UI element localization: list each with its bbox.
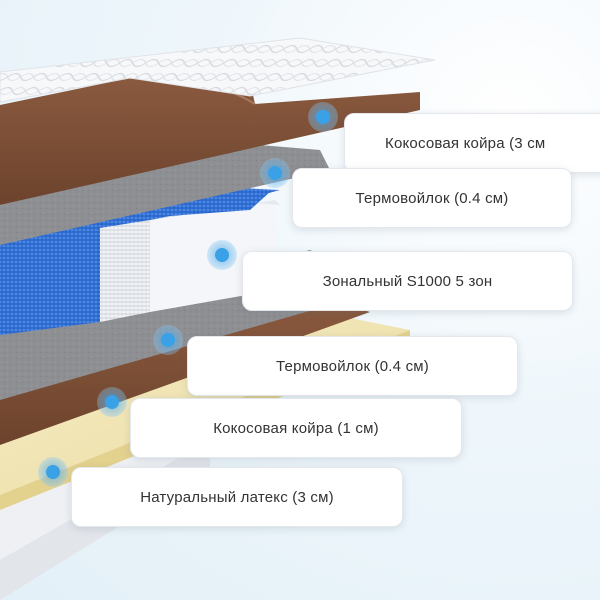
- label-coir-bottom-text: Кокосовая койра (1 см): [213, 419, 379, 437]
- label-felt-bottom: Термовойлок (0.4 см): [187, 336, 518, 396]
- label-felt-top: Термовойлок (0.4 см): [292, 168, 572, 228]
- label-coir-bottom: Кокосовая койра (1 см): [130, 398, 462, 458]
- marker-dot-icon: [97, 387, 127, 417]
- marker-dot-icon: [153, 325, 183, 355]
- marker-dot-icon: [308, 102, 338, 132]
- label-felt-bottom-text: Термовойлок (0.4 см): [276, 357, 429, 375]
- felt-top-layer: [0, 145, 330, 245]
- marker-dot-icon: [38, 457, 68, 487]
- label-springs-text: Зональный S1000 5 зон: [322, 272, 493, 290]
- label-felt-top-text: Термовойлок (0.4 см): [355, 189, 509, 207]
- label-springs: Зональный S1000 5 зон: [242, 251, 573, 311]
- label-coir-top-text: Кокосовая койра (3 см: [385, 134, 546, 152]
- top-cover-layer: [0, 37, 436, 103]
- label-latex: Натуральный латекс (3 см): [71, 467, 403, 527]
- label-coir-top: Кокосовая койра (3 см: [344, 113, 600, 173]
- springs-layer: [0, 185, 280, 335]
- marker-dot-icon: [207, 240, 237, 270]
- marker-dot-icon: [260, 158, 290, 188]
- label-latex-text: Натуральный латекс (3 см): [140, 488, 334, 506]
